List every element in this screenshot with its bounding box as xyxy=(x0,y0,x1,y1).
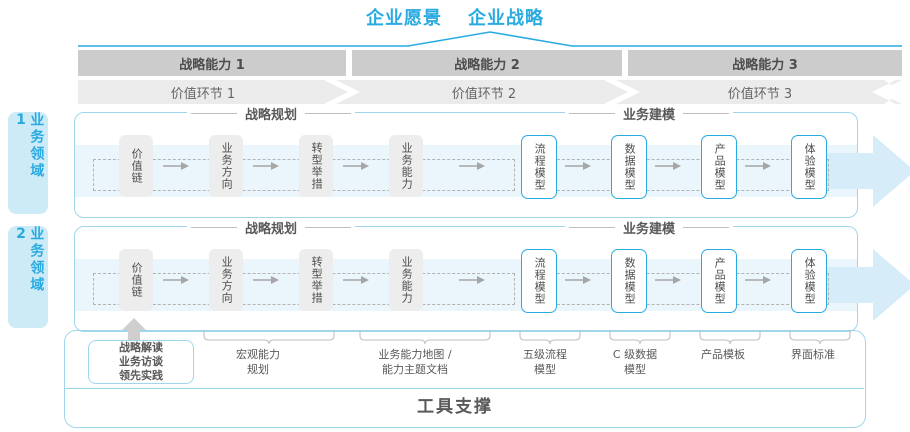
flow-arrow-icon xyxy=(745,162,771,170)
value-cell-3[interactable]: 价值环节 3 xyxy=(727,86,793,102)
flow-arrow-icon xyxy=(459,276,485,284)
section-title-strategy-planning-label: 战略规划 xyxy=(245,221,298,237)
section-title-business-modeling: 业务建模 xyxy=(565,218,734,237)
flow-arrow-icon xyxy=(343,276,369,284)
rule-right xyxy=(683,112,730,114)
flow-arrow-icon xyxy=(253,162,279,170)
node-data-model[interactable]: 数据模型 xyxy=(611,249,647,313)
tool-label-capability-map: 业务能力地图 / 能力主题文档 xyxy=(378,348,452,376)
sidebar-item-domain-2-label: 业务领域 2 xyxy=(13,226,45,294)
rule-left xyxy=(569,112,615,114)
band-gap xyxy=(346,50,352,76)
section-title-strategy-planning: 战略规划 xyxy=(187,104,356,123)
node-transformation[interactable]: 转型举措 xyxy=(299,135,333,197)
enterprise-vision-title: 企业愿景 xyxy=(366,8,442,29)
strategy-connector-line xyxy=(78,31,902,47)
flow-arrow-icon xyxy=(745,276,771,284)
node-process-model[interactable]: 流程模型 xyxy=(521,249,557,313)
node-business-direction[interactable]: 业务方向 xyxy=(209,135,243,197)
tool-support-container xyxy=(64,330,866,428)
value-chain-chevrons xyxy=(78,80,902,104)
tool-label-product-template: 产品模板 xyxy=(701,348,745,361)
node-value-chain[interactable]: 价值链 xyxy=(119,135,153,197)
tool-label-data-model: C 级数据 模型 xyxy=(612,348,658,376)
value-cell-2[interactable]: 价值环节 2 xyxy=(451,86,517,102)
node-experience-model[interactable]: 体验模型 xyxy=(791,135,827,199)
section-title-business-modeling: 业务建模 xyxy=(565,104,734,123)
capability-band: 战略能力 1 战略能力 2 战略能力 3 xyxy=(78,50,902,76)
domain-row-2: 战略规划 业务建模 价值链 业务方向 转型举措 业务能力 流程模型 数据模型 产… xyxy=(74,218,910,332)
flow-arrow-icon xyxy=(253,276,279,284)
value-cell-1[interactable]: 价值环节 1 xyxy=(170,86,236,102)
flow-arrow-right-large xyxy=(815,135,910,207)
footer-divider xyxy=(64,388,864,389)
footer-title: 工具支撑 xyxy=(417,397,493,417)
band-gap xyxy=(622,50,628,76)
tool-input-box[interactable]: 战略解读 业务访谈 领先实践 xyxy=(88,340,194,384)
node-transformation[interactable]: 转型举措 xyxy=(299,249,333,311)
sidebar-item-domain-1[interactable]: 业务领域 1 xyxy=(8,112,48,214)
flow-arrow-icon xyxy=(459,162,485,170)
node-process-model[interactable]: 流程模型 xyxy=(521,135,557,199)
flow-arrow-icon xyxy=(565,162,591,170)
tool-label-process-model: 五级流程 模型 xyxy=(523,348,567,376)
tool-label-ui-standard: 界面标准 xyxy=(791,348,835,361)
flow-arrow-icon xyxy=(163,276,189,284)
capability-cell-2[interactable]: 战略能力 2 xyxy=(352,50,622,76)
node-value-chain[interactable]: 价值链 xyxy=(119,249,153,311)
top-titles: 企业愿景 企业战略 xyxy=(0,4,910,30)
section-title-business-modeling-label: 业务建模 xyxy=(623,221,676,237)
rule-left xyxy=(191,226,237,228)
sidebar-item-domain-1-label: 业务领域 1 xyxy=(13,112,45,180)
capability-cell-1[interactable]: 战略能力 1 xyxy=(78,50,346,76)
section-title-strategy-planning: 战略规划 xyxy=(187,218,356,237)
sidebar-item-domain-2[interactable]: 业务领域 2 xyxy=(8,226,48,328)
node-business-direction[interactable]: 业务方向 xyxy=(209,249,243,311)
value-chain-band: 价值环节 1 价值环节 2 价值环节 3 xyxy=(78,80,902,104)
up-arrow-icon xyxy=(122,318,146,342)
node-product-model[interactable]: 产品模型 xyxy=(701,249,737,313)
flow-arrow-icon xyxy=(565,276,591,284)
tool-braces xyxy=(203,330,851,345)
rule-left xyxy=(569,226,615,228)
enterprise-strategy-title: 企业战略 xyxy=(468,8,544,29)
section-title-strategy-planning-label: 战略规划 xyxy=(245,107,298,123)
flow-arrow-icon xyxy=(163,162,189,170)
flow-arrow-icon xyxy=(655,276,681,284)
node-business-capability[interactable]: 业务能力 xyxy=(389,135,423,197)
node-experience-model[interactable]: 体验模型 xyxy=(791,249,827,313)
node-business-capability[interactable]: 业务能力 xyxy=(389,249,423,311)
node-data-model[interactable]: 数据模型 xyxy=(611,135,647,199)
rule-right xyxy=(305,226,352,228)
tool-input-box-label: 战略解读 业务访谈 领先实践 xyxy=(119,340,163,383)
flow-arrow-right-large xyxy=(815,249,910,321)
node-product-model[interactable]: 产品模型 xyxy=(701,135,737,199)
rule-right xyxy=(305,112,352,114)
capability-cell-3[interactable]: 战略能力 3 xyxy=(628,50,902,76)
flow-arrow-icon xyxy=(655,162,681,170)
section-title-business-modeling-label: 业务建模 xyxy=(623,107,676,123)
rule-right xyxy=(683,226,730,228)
domain-row-1: 战略规划 业务建模 价值链 业务方向 转型举措 业务能力 流程模型 数据模型 产… xyxy=(74,104,910,218)
flow-arrow-icon xyxy=(343,162,369,170)
rule-left xyxy=(191,112,237,114)
tool-label-macro-capability: 宏观能力 规划 xyxy=(236,348,280,376)
